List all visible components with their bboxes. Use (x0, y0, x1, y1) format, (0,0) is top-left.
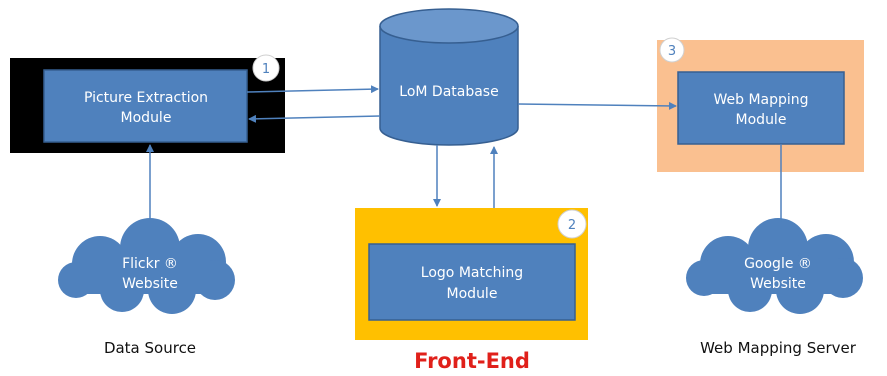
flickr-label-line1: Flickr ® (122, 256, 178, 272)
picture-extraction-label-line1: Picture Extraction (84, 90, 208, 106)
logo-matching-module (368, 243, 576, 321)
lom-database-label: LoM Database (399, 84, 498, 100)
step-2-number: 2 (568, 218, 576, 233)
logo-matching-label-line2: Module (447, 286, 498, 302)
web-mapping-module (677, 71, 845, 145)
logo-matching-label-line1: Logo Matching (421, 265, 523, 281)
step-3-badge (659, 37, 685, 63)
step-1-number: 1 (262, 62, 270, 77)
google-label-line1: Google ® (744, 256, 812, 272)
step-3-number: 3 (668, 44, 676, 59)
flickr-cloud (58, 218, 235, 314)
lom-database-cylinder (379, 8, 519, 146)
arrow-database-to-web-mapping (517, 101, 677, 110)
data-source-caption: Data Source (104, 339, 196, 357)
step-2-badge (557, 209, 587, 239)
step-1-badge (252, 54, 280, 82)
picture-extraction-label-line2: Module (121, 110, 172, 126)
flickr-label-line2: Website (122, 276, 178, 292)
arrow-extraction-to-database (246, 85, 379, 94)
web-mapping-label-line2: Module (736, 112, 787, 128)
picture-extraction-module (43, 69, 248, 143)
web-mapping-label-line1: Web Mapping (713, 92, 808, 108)
front-end-caption: Front-End (414, 349, 530, 373)
google-cloud (686, 218, 863, 314)
arrow-database-to-extraction (248, 114, 381, 123)
web-mapping-server-caption: Web Mapping Server (700, 339, 857, 357)
google-label-line2: Website (750, 276, 806, 292)
